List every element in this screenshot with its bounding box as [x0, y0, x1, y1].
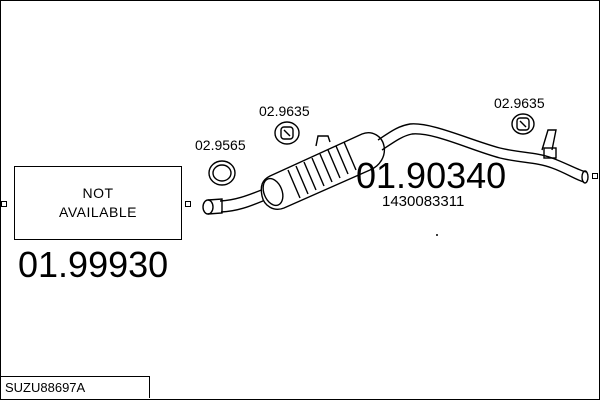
not-available-line-1: NOT [82, 185, 114, 201]
vehicle-code: SUZU88697A [0, 376, 150, 398]
joint-marker-front [185, 201, 191, 207]
rear-muffler-part-number: 01.90340 [356, 155, 507, 196]
not-available-box: NOT AVAILABLE [14, 166, 182, 240]
not-available-line-2: AVAILABLE [59, 204, 137, 220]
mount-part-number-1: 02.9635 [259, 103, 310, 119]
right-edge-marker [592, 173, 598, 179]
tail-pipe [377, 123, 589, 184]
mount-part-number-2: 02.9635 [494, 95, 545, 111]
oem-number: 1430083311 [382, 193, 465, 210]
rubber-mount-icon [274, 121, 300, 145]
gasket-part-number: 02.9565 [195, 137, 246, 153]
rubber-mount-icon [511, 113, 535, 135]
gasket-ring-icon [208, 160, 236, 186]
marker-dot [436, 234, 438, 236]
front-part-number: 01.99930 [18, 244, 169, 285]
muffler-body [260, 132, 386, 210]
left-edge-marker [1, 201, 7, 207]
inlet-flange-icon [202, 198, 223, 215]
